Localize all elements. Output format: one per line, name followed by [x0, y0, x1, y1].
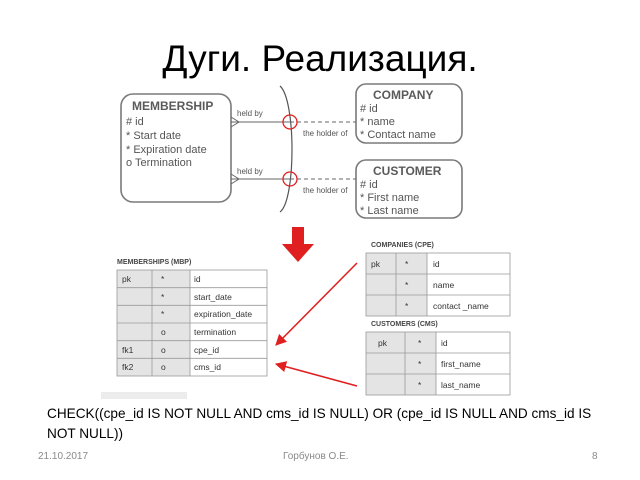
transform-arrow — [282, 227, 314, 262]
company-attr: # id — [360, 103, 378, 115]
slide-title: Дуги. Реализация. — [162, 38, 478, 79]
table-cell: pk — [378, 338, 388, 348]
memberships-table: MEMBERSHIPS (MBP) pk * id * start_date *… — [116, 259, 268, 377]
footer-page-number: 8 — [592, 451, 598, 462]
table-cell: expiration_date — [194, 309, 252, 319]
table-cell: * — [418, 338, 422, 348]
relationship-label: held by — [237, 167, 263, 176]
membership-attr: o Termination — [126, 157, 192, 169]
fk-arrow-company — [275, 262, 358, 346]
table-cell: id — [194, 274, 201, 284]
table-cell: termination — [194, 327, 236, 337]
table-caption: MEMBERSHIPS (MBP) — [117, 259, 191, 266]
table-cell: o — [161, 327, 166, 337]
companies-table: COMPANIES (CPE) pk * id * name * contact… — [365, 242, 511, 317]
table-cell: * — [418, 359, 422, 369]
membership-entity-name: MEMBERSHIP — [132, 99, 213, 113]
table-cell: fk2 — [122, 362, 134, 372]
table-caption: CUSTOMERS (CMS) — [371, 321, 438, 328]
table-cell: cms_id — [194, 362, 221, 372]
check-constraint: CHECK((cpe_id IS NOT NULL AND cms_id IS … — [47, 406, 592, 441]
table-cell: pk — [122, 274, 132, 284]
membership-attr: # id — [126, 116, 144, 128]
table-cell: id — [441, 338, 448, 348]
customer-entity: CUSTOMER # id * First name * Last name — [355, 159, 463, 219]
customer-entity-name: CUSTOMER — [373, 164, 442, 178]
table-caption: COMPANIES (CPE) — [371, 242, 434, 249]
table-cell: last_name — [441, 380, 480, 390]
table-cell: * — [405, 301, 409, 311]
membership-attr: * Start date — [126, 130, 181, 142]
table-cell: * — [161, 292, 165, 302]
company-attr: * name — [360, 116, 395, 128]
table-cell: o — [161, 362, 166, 372]
footer-author: Горбунов О.Е. — [283, 451, 349, 462]
fk-arrow-customer — [274, 361, 358, 387]
company-attr: * Contact name — [360, 129, 436, 141]
table-cell: pk — [371, 259, 381, 269]
customers-table: CUSTOMERS (CMS) pk * id * first_name * l… — [365, 321, 511, 396]
company-entity-name: COMPANY — [373, 88, 433, 102]
relationship-label: the holder of — [303, 186, 348, 195]
table-cell: * — [161, 274, 165, 284]
table-cell: cpe_id — [194, 345, 219, 355]
table-cell: fk1 — [122, 345, 134, 355]
table-cell: * — [405, 280, 409, 290]
relationship-label: held by — [237, 109, 263, 118]
table-cell: contact _name — [433, 301, 489, 311]
company-entity: COMPANY # id * name * Contact name — [355, 83, 463, 144]
customer-attr: * Last name — [360, 205, 419, 217]
customer-attr: * First name — [360, 192, 419, 204]
relationship-membership-company: held by the holder of — [230, 109, 356, 138]
blank-strip — [101, 392, 187, 399]
footer-date: 21.10.2017 — [38, 451, 89, 462]
relationship-membership-customer: held by the holder of — [230, 167, 356, 195]
table-cell: * — [405, 259, 409, 269]
table-cell: name — [433, 280, 455, 290]
membership-entity: MEMBERSHIP # id * Start date * Expiratio… — [120, 93, 232, 203]
arc-bracket — [279, 85, 293, 213]
customer-attr: # id — [360, 179, 378, 191]
membership-attr: * Expiration date — [126, 144, 207, 156]
table-cell: * — [161, 309, 165, 319]
table-cell: o — [161, 345, 166, 355]
table-cell: first_name — [441, 359, 481, 369]
table-cell: id — [433, 259, 440, 269]
relationship-label: the holder of — [303, 129, 348, 138]
table-cell: * — [418, 380, 422, 390]
table-cell: start_date — [194, 292, 232, 302]
